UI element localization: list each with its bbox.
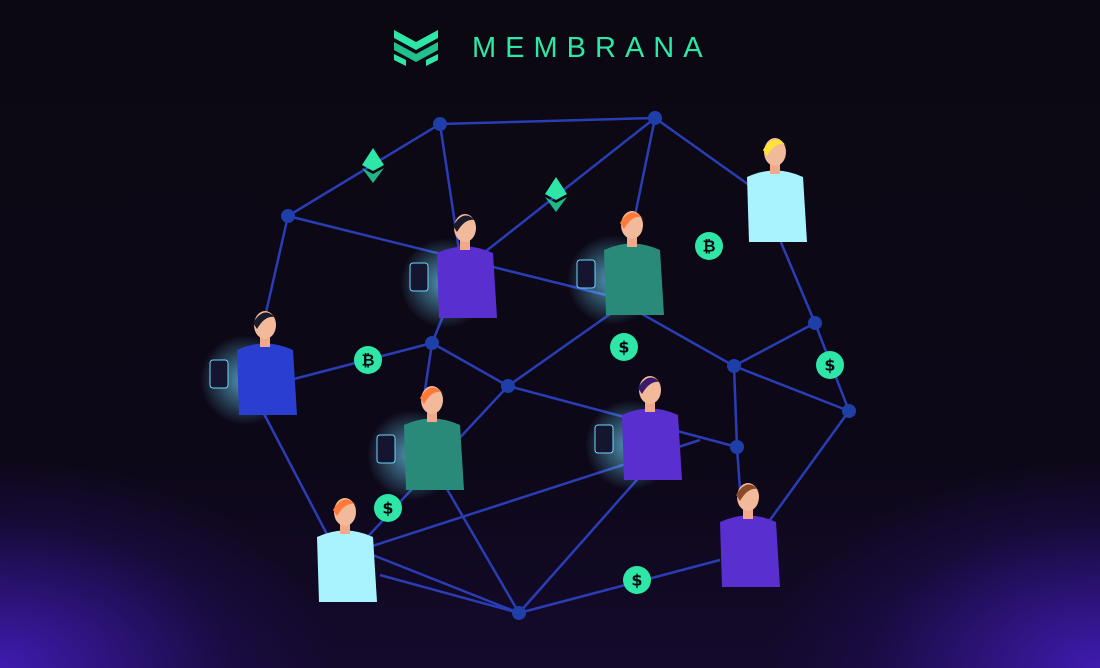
person-figure (747, 138, 807, 242)
people (200, 138, 807, 602)
network-node (648, 111, 662, 125)
person-figure (317, 498, 377, 602)
person-figure (720, 483, 780, 587)
network-edge (518, 558, 721, 615)
dollar-coin-icon: $ (610, 333, 638, 361)
device-icon (376, 434, 396, 464)
network-node (425, 336, 439, 350)
network-node (808, 316, 822, 330)
person-figure (200, 311, 297, 425)
network-edge (732, 365, 739, 448)
dollar-symbol: $ (382, 499, 393, 518)
network-node (842, 404, 856, 418)
network-edge (431, 341, 509, 388)
network-edge (735, 446, 742, 491)
person-figure (567, 211, 664, 325)
ethereum-icon (362, 148, 384, 183)
network-edge (439, 116, 656, 126)
network-edge (778, 239, 817, 324)
network-node (730, 440, 744, 454)
network-node (281, 209, 295, 223)
dollar-coin-icon: $ (816, 351, 844, 379)
dollar-symbol: $ (631, 571, 642, 590)
bitcoin-symbol: ₿ (361, 351, 374, 370)
network-edge (768, 410, 851, 521)
device-icon (594, 424, 614, 454)
network-node (501, 379, 515, 393)
network-edge (260, 215, 290, 331)
dollar-symbol: $ (824, 356, 835, 375)
membrana-logo-icon (394, 30, 438, 66)
person-figure (400, 214, 497, 328)
network-edge (733, 321, 816, 368)
person-figure (585, 376, 682, 490)
network-edge (359, 548, 520, 615)
dollar-symbol: $ (618, 338, 629, 357)
dollar-coin-icon: $ (623, 566, 651, 594)
network-edge (423, 342, 434, 391)
bitcoin-coin-icon: ₿ (695, 232, 723, 260)
dollar-coin-icon: $ (374, 494, 402, 522)
logo-wordmark: MEMBRANA (472, 31, 712, 64)
bitcoin-coin-icon: ₿ (354, 346, 382, 374)
coins: ₿ ₿ $ $ $ $ (354, 148, 844, 594)
network-edge (379, 573, 520, 615)
ethereum-icon (545, 177, 567, 212)
network-node (512, 606, 526, 620)
device-icon (576, 259, 596, 289)
device-icon (209, 359, 229, 389)
network-edge (733, 364, 850, 413)
person-figure (367, 386, 464, 500)
device-icon (409, 262, 429, 292)
network-edge (260, 409, 332, 541)
network-node (727, 359, 741, 373)
bitcoin-symbol: ₿ (702, 237, 715, 256)
membrana-logo: MEMBRANA (394, 30, 712, 66)
network-node (433, 117, 447, 131)
